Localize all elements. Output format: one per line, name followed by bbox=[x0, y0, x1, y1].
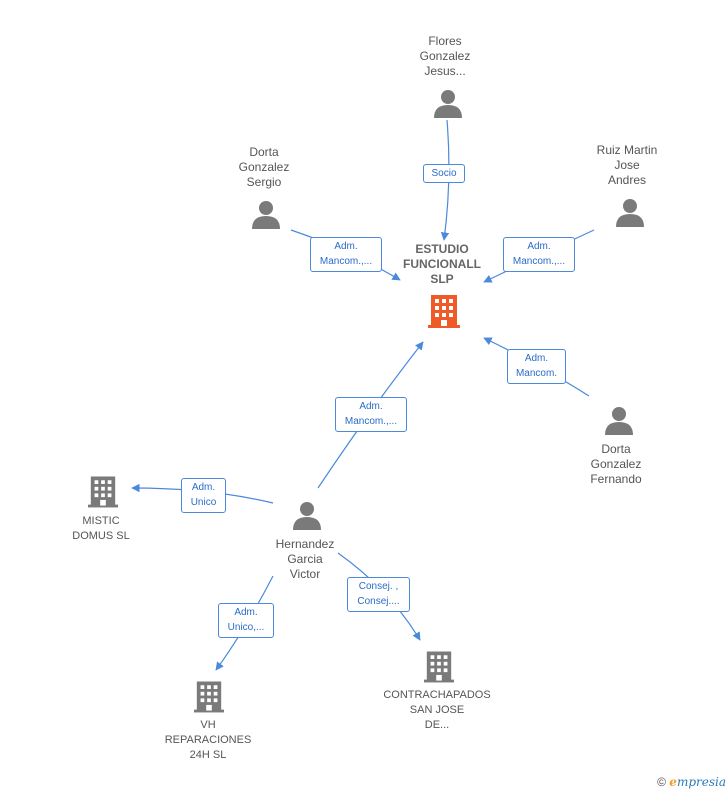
company-label-contrachapados[interactable]: CONTRACHAPADOS SAN JOSE DE... bbox=[383, 689, 491, 731]
brand-logo: empresia bbox=[669, 775, 726, 789]
person-label-dorta-sergio[interactable]: Dorta Gonzalez Sergio bbox=[238, 145, 290, 189]
person-label-ruiz[interactable]: Ruiz Martin Jose Andres bbox=[596, 143, 658, 187]
person-label-dorta-fernando[interactable]: Dorta Gonzalez Fernando bbox=[590, 442, 642, 486]
person-icon[interactable] bbox=[433, 88, 463, 118]
company-label-mistic[interactable]: MISTIC DOMUS SL bbox=[72, 515, 130, 542]
edge-label-fernando[interactable]: Adm. Mancom. bbox=[507, 349, 566, 384]
center-company-label[interactable]: ESTUDIO FUNCIONALL SLP bbox=[403, 242, 481, 286]
edge-label-ruiz[interactable]: Adm. Mancom.,... bbox=[503, 237, 575, 272]
person-icon[interactable] bbox=[251, 199, 281, 229]
edge-label-contrachapados[interactable]: Consej. , Consej.... bbox=[347, 577, 410, 612]
edge-label-sergio[interactable]: Adm. Mancom.,... bbox=[310, 237, 382, 272]
edge-label-mistic[interactable]: Adm. Unico bbox=[181, 478, 226, 513]
edge-label-hernandez[interactable]: Adm. Mancom.,... bbox=[335, 397, 407, 432]
person-label-flores[interactable]: Flores Gonzalez Jesus... bbox=[419, 34, 471, 78]
copyright-icon: © bbox=[657, 775, 666, 789]
person-icon[interactable] bbox=[292, 500, 322, 530]
building-icon[interactable] bbox=[194, 679, 224, 714]
building-icon[interactable] bbox=[88, 474, 118, 509]
footer-brand: © empresia bbox=[657, 775, 726, 789]
person-icon[interactable] bbox=[604, 405, 634, 435]
edge-label-vh[interactable]: Adm. Unico,... bbox=[218, 603, 274, 638]
company-label-vh[interactable]: VH REPARACIONES 24H SL bbox=[164, 719, 252, 761]
building-icon[interactable] bbox=[424, 649, 454, 684]
person-icon[interactable] bbox=[615, 197, 645, 227]
edge-label-flores[interactable]: Socio bbox=[423, 164, 465, 183]
person-label-hernandez[interactable]: Hernandez Garcia Victor bbox=[275, 537, 335, 581]
building-icon[interactable] bbox=[428, 293, 460, 329]
